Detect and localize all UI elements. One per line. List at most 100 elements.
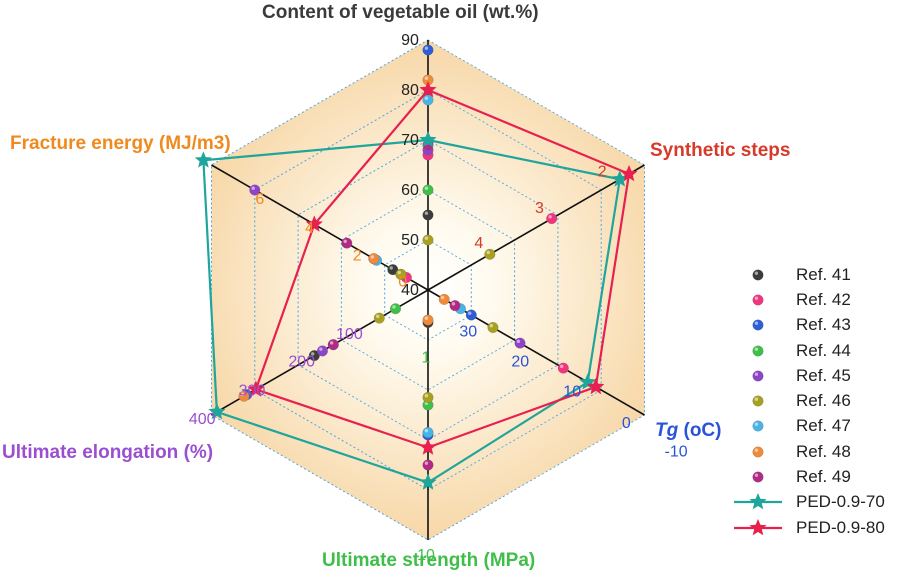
legend-item-ref-41: Ref. 41 bbox=[732, 262, 885, 287]
legend-marker-graphic-ref-46 bbox=[752, 395, 764, 407]
legend-item-ref-45: Ref. 45 bbox=[732, 363, 885, 388]
legend-dot-ref-44 bbox=[752, 344, 764, 357]
tick-label-strength-0: 1 bbox=[422, 350, 431, 367]
series-point-ped-0-9-80-strength bbox=[419, 438, 437, 455]
series-point-ref-48-oil-highlight bbox=[424, 76, 429, 80]
tick-label-steps-1: 3 bbox=[535, 200, 544, 217]
legend-marker-graphic-ref-45 bbox=[752, 370, 764, 382]
legend-dot-ref-46-highlight bbox=[754, 397, 759, 402]
legend-item-ref-42: Ref. 42 bbox=[732, 287, 885, 312]
series-point-ref-48-strength-highlight bbox=[424, 316, 429, 320]
series-point-ref-47-oil-highlight bbox=[424, 96, 429, 100]
tick-label-steps-2: 2 bbox=[598, 164, 607, 181]
series-point-ref-49-strength bbox=[422, 459, 434, 471]
legend-label-ref-49: Ref. 49 bbox=[796, 467, 851, 487]
tick-label-oil-4: 50 bbox=[401, 232, 419, 249]
legend-item-ped-0-9-70: PED-0.9-70 bbox=[732, 490, 885, 515]
series-point-ref-44-elong bbox=[389, 303, 402, 315]
legend-marker-ref-45 bbox=[732, 366, 784, 386]
tick-label-tg-0: 30 bbox=[459, 324, 477, 341]
series-point-ref-41-oil bbox=[422, 209, 434, 221]
legend-item-ref-46: Ref. 46 bbox=[732, 388, 885, 413]
series-point-ref-46-oil bbox=[422, 234, 434, 246]
legend-dot-ref-41 bbox=[752, 269, 764, 281]
series-point-ref-42-tg-highlight bbox=[560, 364, 564, 369]
legend-marker-ref-41 bbox=[732, 265, 784, 285]
series-point-ref-46-frac-highlight bbox=[397, 270, 402, 275]
tick-label-tg-4: -10 bbox=[665, 444, 688, 461]
axis-title-tg-unit: (oC) bbox=[683, 420, 722, 441]
legend-marker-ref-42 bbox=[732, 290, 784, 310]
series-point-ref-49-frac bbox=[341, 237, 353, 249]
series-point-ref-48-strength bbox=[422, 314, 434, 326]
series-point-ref-45-tg bbox=[514, 337, 526, 349]
series-point-ped-0-9-80-tg bbox=[587, 377, 605, 395]
series-point-ref-44-oil-highlight bbox=[424, 186, 429, 190]
legend-marker-graphic-ref-44 bbox=[752, 344, 764, 357]
series-point-ref-46-steps-highlight bbox=[486, 250, 490, 255]
legend-dot-ref-45 bbox=[752, 370, 764, 382]
series-point-ref-46-strength-highlight bbox=[424, 394, 429, 398]
series-point-ref-49-tg-highlight bbox=[451, 302, 456, 306]
tick-label-frac-1: 2 bbox=[353, 247, 362, 264]
axis-title-tg: Tg (oC) bbox=[655, 420, 721, 442]
legend-marker-ref-47 bbox=[732, 416, 784, 436]
series-point-ref-46-steps bbox=[484, 248, 496, 260]
series-point-ref-48-tg-highlight bbox=[440, 295, 445, 300]
legend-label-ref-44: Ref. 44 bbox=[796, 340, 851, 360]
axis-title-fracture: Fracture energy (MJ/m3) bbox=[10, 133, 231, 154]
series-point-ref-46-elong-highlight bbox=[375, 314, 380, 319]
legend-dot-ref-48-highlight bbox=[754, 448, 759, 452]
series-point-ref-43-oil bbox=[422, 44, 434, 56]
series-point-ref-46-elong bbox=[373, 312, 385, 324]
series-point-ped-0-9-80-elong bbox=[247, 380, 265, 397]
legend-marker-ref-48 bbox=[732, 442, 784, 462]
legend-item-ref-44: Ref. 44 bbox=[732, 338, 885, 363]
legend-marker-ref-44 bbox=[732, 341, 784, 361]
legend-marker-ped-0-9-70 bbox=[732, 492, 784, 512]
series-point-ref-47-strength-highlight bbox=[424, 429, 429, 433]
series-point-ped-0-9-80-steps bbox=[620, 164, 638, 182]
series-point-ped-0-9-70-frac bbox=[194, 151, 212, 168]
series-point-ref-42-steps bbox=[546, 213, 558, 225]
legend-dot-ref-46 bbox=[752, 395, 764, 407]
legend-marker-ref-49 bbox=[732, 467, 784, 487]
tick-label-elong-0: 100 bbox=[336, 326, 363, 343]
series-point-ref-46-strength bbox=[422, 391, 434, 404]
series-point-ref-49-elong-highlight bbox=[329, 341, 334, 345]
series-point-ref-49-frac-highlight bbox=[343, 239, 347, 244]
legend-marker-ref-43 bbox=[732, 315, 784, 335]
legend-marker-graphic-ref-48 bbox=[752, 446, 764, 458]
tick-label-tg-1: 20 bbox=[511, 354, 529, 371]
legend-dot-ref-41-highlight bbox=[754, 271, 759, 275]
tick-label-elong-3: 400 bbox=[189, 411, 216, 428]
legend-dot-ref-42-highlight bbox=[754, 296, 759, 300]
series-point-ref-43-tg-highlight bbox=[468, 311, 472, 315]
legend-star-ped-0-9-70 bbox=[749, 493, 767, 510]
series-point-ref-41-oil-highlight bbox=[424, 211, 429, 215]
legend-marker-graphic-ref-43 bbox=[752, 319, 764, 331]
series-point-ped-0-9-80-oil bbox=[419, 81, 437, 98]
series-point-ref-46-tg bbox=[487, 321, 499, 334]
legend-item-ref-47: Ref. 47 bbox=[732, 414, 885, 439]
tick-label-oil-0: 90 bbox=[401, 32, 419, 49]
series-point-ped-0-9-70-elong bbox=[208, 402, 226, 420]
tick-label-frac-2: 4 bbox=[305, 220, 314, 237]
tick-label-oil-1: 80 bbox=[401, 82, 419, 99]
legend-label-ref-46: Ref. 46 bbox=[796, 391, 851, 411]
series-point-ref-43-oil-highlight bbox=[424, 46, 429, 50]
series-point-ref-42-tg bbox=[557, 362, 569, 374]
series-point-ref-48-elong-highlight bbox=[240, 392, 245, 397]
tick-label-oil-5: 40 bbox=[401, 282, 419, 299]
legend-label-ref-43: Ref. 43 bbox=[796, 315, 851, 335]
legend-marker-graphic-ped-0-9-70 bbox=[734, 493, 782, 510]
legend-marker-graphic-ref-42 bbox=[752, 294, 764, 306]
tick-label-tg-3: 0 bbox=[622, 415, 631, 432]
series-point-ref-46-oil-highlight bbox=[424, 236, 429, 240]
series-point-ped-0-9-70-strength bbox=[419, 473, 437, 490]
legend-label-ref-47: Ref. 47 bbox=[796, 416, 851, 436]
legend-star-ped-0-9-80 bbox=[749, 518, 767, 535]
axis-title-oil: Content of vegetable oil (wt.%) bbox=[262, 2, 539, 23]
series-point-ref-42-steps-highlight bbox=[548, 215, 552, 219]
